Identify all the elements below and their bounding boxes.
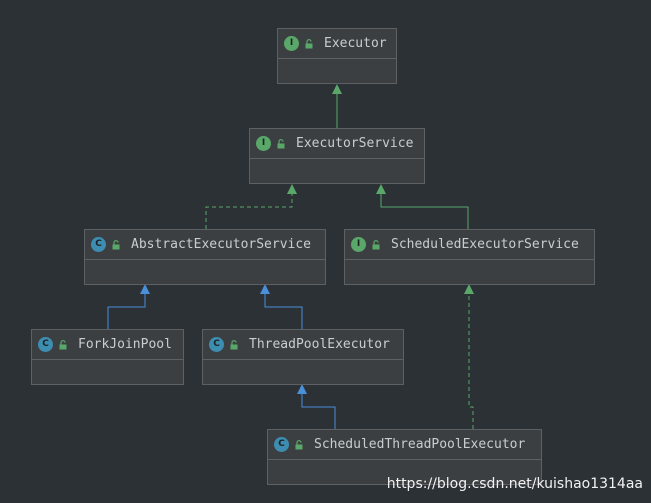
unlocked-icon [230, 340, 238, 350]
interface-icon: I [256, 136, 271, 151]
class-icon: C [209, 337, 224, 352]
unlocked-icon [372, 240, 380, 250]
unlocked-icon [112, 240, 120, 250]
abstract-class-icon: C [91, 237, 106, 252]
node-title: ScheduledExecutorService [391, 237, 579, 252]
node-header: C ForkJoinPool [32, 330, 183, 360]
node-header: I ExecutorService [250, 129, 424, 159]
unlocked-icon [305, 39, 313, 49]
unlocked-icon [295, 440, 303, 450]
class-node-scheduledexecutorservice[interactable]: I ScheduledExecutorService [344, 229, 595, 285]
edge-abstractexecutorservice-implements-executorservice [205, 184, 297, 229]
edge-forkjoinpool-extends-abstractexecutorservice [107, 284, 150, 329]
node-title: AbstractExecutorService [131, 237, 312, 252]
node-header: I Executor [278, 29, 396, 59]
node-title: ThreadPoolExecutor [249, 337, 390, 352]
class-node-forkjoinpool[interactable]: C ForkJoinPool [31, 329, 184, 385]
edge-scheduledexecutorservice-extends-executorservice [376, 184, 469, 229]
node-header: C ThreadPoolExecutor [203, 330, 403, 360]
class-node-executor[interactable]: I Executor [277, 28, 397, 84]
node-header: C AbstractExecutorService [85, 230, 325, 260]
node-title: ForkJoinPool [78, 337, 172, 352]
class-node-threadpoolexecutor[interactable]: C ThreadPoolExecutor [202, 329, 404, 385]
watermark-url: https://blog.csdn.net/kuishao1314aa [386, 476, 643, 492]
edge-scheduledthreadpoolexecutor-implements-scheduledexecutorservice [464, 284, 474, 429]
class-node-abstractexecutorservice[interactable]: C AbstractExecutorService [84, 229, 326, 285]
unlocked-icon [59, 340, 67, 350]
node-header: C ScheduledThreadPoolExecutor [268, 430, 541, 460]
class-icon: C [38, 337, 53, 352]
node-header: I ScheduledExecutorService [345, 230, 594, 260]
node-title: ScheduledThreadPoolExecutor [314, 437, 526, 452]
class-node-executorservice[interactable]: I ExecutorService [249, 128, 425, 184]
interface-icon: I [351, 237, 366, 252]
edge-threadpoolexecutor-extends-abstractexecutorservice [260, 284, 303, 329]
class-icon: C [274, 437, 289, 452]
interface-icon: I [284, 36, 299, 51]
unlocked-icon [277, 139, 285, 149]
edge-scheduledthreadpoolexecutor-extends-threadpoolexecutor [297, 384, 336, 429]
class-node-scheduledthreadpoolexecutor[interactable]: C ScheduledThreadPoolExecutor [267, 429, 542, 485]
node-title: ExecutorService [296, 136, 414, 151]
node-title: Executor [324, 36, 387, 51]
